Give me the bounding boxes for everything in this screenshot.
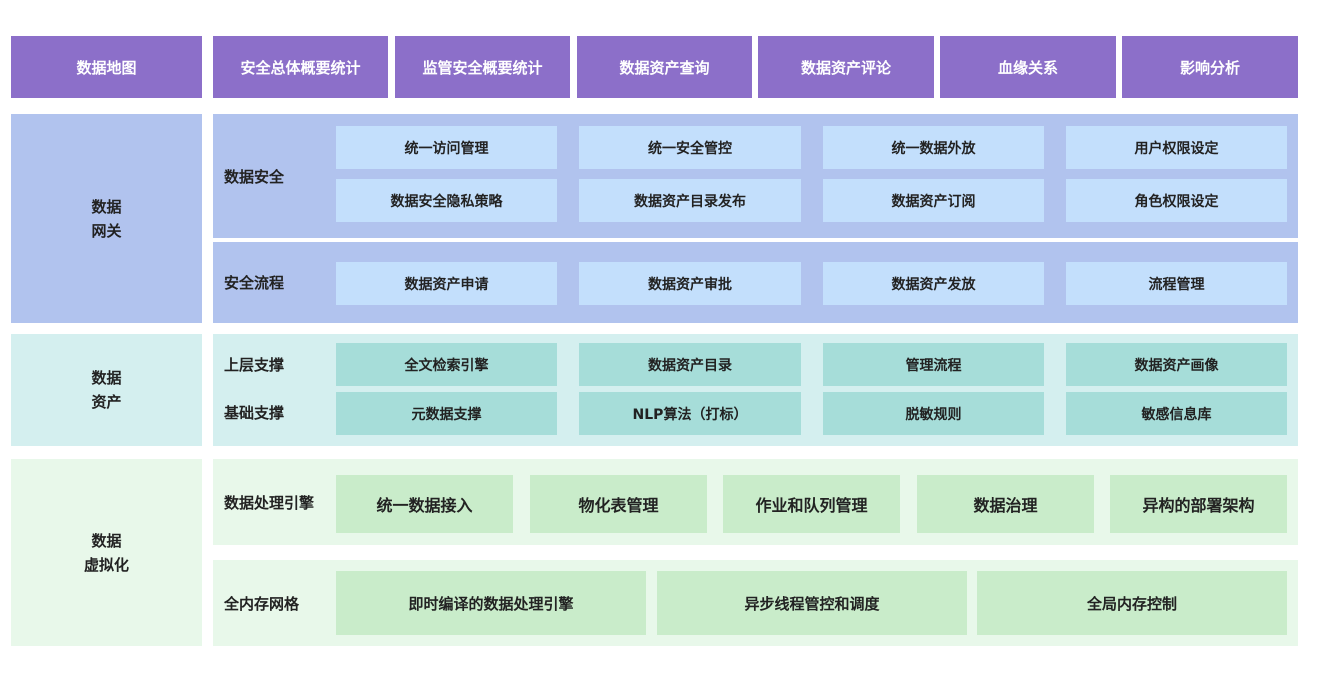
cell-asset-approve[interactable]: 数据资产审批 [579,262,801,305]
cell-nlp-tagging[interactable]: NLP算法（打标） [579,392,801,435]
cell-asset-issue[interactable]: 数据资产发放 [823,262,1044,305]
cell-unified-ingest[interactable]: 统一数据接入 [336,475,513,533]
top-item-regulatory-overview[interactable]: 监管安全概要统计 [395,36,570,98]
cell-unified-security[interactable]: 统一安全管控 [579,126,801,169]
cell-async-thread[interactable]: 异步线程管控和调度 [657,571,967,635]
cell-job-queue[interactable]: 作业和队列管理 [723,475,900,533]
top-item-security-overview[interactable]: 安全总体概要统计 [213,36,388,98]
memory-row-label: 全内存网格 [224,594,300,613]
cell-asset-catalog[interactable]: 数据资产目录 [579,343,801,386]
cell-privacy-policy[interactable]: 数据安全隐私策略 [336,179,557,222]
virtualization-side-label: 数据 虚拟化 [83,531,129,574]
cell-sensitive-info[interactable]: 敏感信息库 [1066,392,1287,435]
top-item-impact-analysis[interactable]: 影响分析 [1122,36,1298,98]
virtualization-side-block: 数据 虚拟化 [11,459,202,646]
cell-management-process[interactable]: 管理流程 [823,343,1044,386]
top-item-data-map[interactable]: 数据地图 [11,36,202,98]
cell-masking-rules[interactable]: 脱敏规则 [823,392,1044,435]
cell-user-permission[interactable]: 用户权限设定 [1066,126,1287,169]
cell-jit-engine[interactable]: 即时编译的数据处理引擎 [336,571,646,635]
cell-global-memory[interactable]: 全局内存控制 [977,571,1287,635]
cell-role-permission[interactable]: 角色权限设定 [1066,179,1287,222]
cell-process-management[interactable]: 流程管理 [1066,262,1287,305]
assets-side-label: 数据 资产 [91,369,122,411]
engine-row-label: 数据处理引擎 [224,493,315,512]
cell-unified-release[interactable]: 统一数据外放 [823,126,1044,169]
gateway-side-block: 数据 网关 [11,114,202,323]
cell-fulltext-search[interactable]: 全文检索引擎 [336,343,557,386]
cell-asset-apply[interactable]: 数据资产申请 [336,262,557,305]
cell-asset-profile[interactable]: 数据资产画像 [1066,343,1287,386]
top-item-asset-query[interactable]: 数据资产查询 [577,36,752,98]
cell-heterogeneous-deploy[interactable]: 异构的部署架构 [1110,475,1287,533]
assets-side-block: 数据 资产 [11,334,202,446]
cell-asset-subscribe[interactable]: 数据资产订阅 [823,179,1044,222]
security-row-label: 数据安全 [224,167,285,186]
top-item-lineage[interactable]: 血缘关系 [940,36,1116,98]
upper-support-label: 上层支撑 [224,356,285,374]
cell-metadata-support[interactable]: 元数据支撑 [336,392,557,435]
base-support-label: 基础支撑 [224,404,285,422]
cell-materialized-table[interactable]: 物化表管理 [530,475,707,533]
cell-catalog-publish[interactable]: 数据资产目录发布 [579,179,801,222]
top-item-asset-comment[interactable]: 数据资产评论 [758,36,934,98]
gateway-side-label: 数据 网关 [91,197,122,240]
cell-unified-access[interactable]: 统一访问管理 [336,126,557,169]
process-row-label: 安全流程 [224,274,285,292]
cell-data-governance[interactable]: 数据治理 [917,475,1094,533]
